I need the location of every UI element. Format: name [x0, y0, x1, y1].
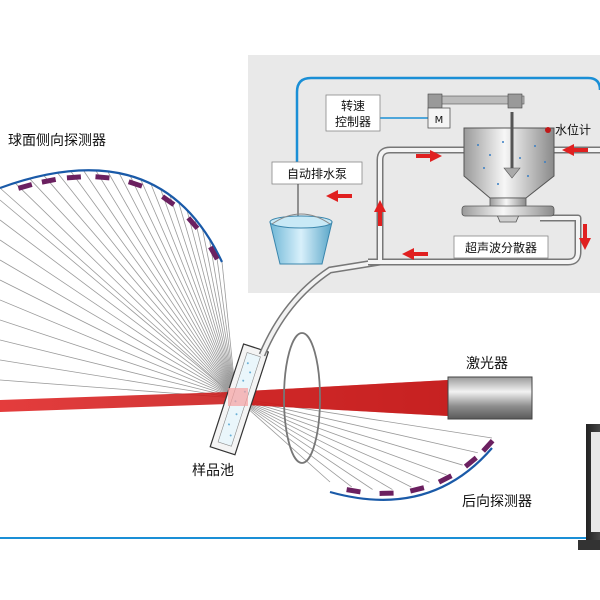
sphere-detector-element [208, 245, 220, 261]
sphere-detector-elements [17, 174, 220, 261]
scatter-ray [0, 187, 237, 399]
sample-hotspot [228, 388, 248, 406]
back-detector-label: 后向探测器 [462, 494, 532, 510]
scatter-ray [169, 194, 237, 399]
sample-pipe-inner [260, 260, 381, 356]
back-detector-element [346, 487, 361, 495]
sphere-detector-element [17, 182, 33, 191]
sphere-detector-label: 球面侧向探测器 [8, 133, 106, 149]
sphere-detector-element [186, 216, 200, 231]
water-level-label: 水位计 [555, 122, 591, 137]
sample-cell-label: 样品池 [192, 463, 234, 479]
laser-label: 激光器 [466, 355, 508, 372]
back-detector-element [409, 485, 425, 494]
scatter-ray [186, 209, 237, 399]
scatter-ray [29, 178, 237, 399]
sphere-detector-element [41, 177, 57, 185]
drain-pump-label: 自动排水泵 [287, 167, 347, 181]
arrow-down-right [579, 224, 591, 250]
sphere-detector-element [95, 174, 110, 181]
back-ray [235, 397, 463, 466]
scatter-ray [83, 170, 237, 399]
scatter-ray [194, 218, 237, 399]
sphere-detector-element [161, 194, 176, 207]
back-detector-element [379, 490, 394, 496]
back-ray [235, 397, 352, 488]
scatter-ray [70, 170, 237, 399]
back-detector-element [481, 439, 495, 453]
back-detector-elements [346, 439, 495, 496]
back-detector-element [463, 455, 478, 469]
drain-pipe [295, 76, 600, 170]
back-ray [235, 397, 412, 488]
scatter-ray [0, 199, 237, 399]
scatter-ray [0, 359, 237, 399]
sphere-detector-element [127, 179, 143, 189]
lens [283, 332, 321, 464]
speed-controller-label-1: 转速 [341, 98, 365, 113]
scatter-ray [215, 249, 237, 399]
scattered-rays [0, 170, 237, 399]
scatter-ray [0, 259, 237, 399]
scatter-ray [107, 171, 237, 399]
back-ray [235, 397, 373, 490]
back-ray [235, 397, 430, 483]
scatter-ray [57, 172, 237, 399]
scatter-ray [129, 175, 237, 399]
scatter-ray [178, 201, 237, 399]
arrow-left-bottom [402, 248, 428, 260]
back-ray [235, 397, 447, 476]
back-ray [235, 397, 478, 454]
scatter-ray [0, 319, 237, 399]
speed-controller-label-2: 控制器 [335, 115, 371, 129]
scatter-ray [14, 182, 237, 399]
ultrasonic-disperser-box [453, 235, 549, 259]
back-ray [235, 397, 331, 483]
scatter-ray [140, 179, 237, 399]
arrow-left-top-right [562, 144, 588, 156]
scatter-ray [0, 279, 237, 399]
arrow-left-pump [326, 190, 352, 202]
ultrasonic-disperser-label: 超声波分散器 [465, 240, 537, 255]
laser-beam-wide [228, 380, 448, 416]
laser-body [447, 376, 533, 420]
scatter-ray [208, 238, 237, 399]
svg-text:M: M [435, 115, 444, 126]
back-detector-element [437, 473, 453, 485]
scatter-ray [0, 239, 237, 399]
arrow-right-top [416, 150, 442, 162]
computer-monitor [578, 424, 600, 550]
scatter-ray [0, 219, 237, 399]
motor-assembly [427, 93, 525, 109]
sphere-detector-arc [0, 169, 223, 263]
scatter-ray [160, 188, 237, 399]
flow-arrows [326, 144, 591, 260]
motor-icon: M [427, 107, 451, 129]
back-detector-arc [329, 447, 493, 501]
sphere-detector-element [66, 174, 82, 181]
back-scatter-rays [235, 397, 493, 490]
water-bucket [269, 184, 333, 265]
arrow-up-left [374, 200, 386, 226]
water-level-sensor [545, 127, 551, 133]
scatter-ray [150, 183, 237, 399]
scatter-ray [95, 170, 237, 399]
scatter-ray [0, 299, 237, 399]
scatter-ray [0, 339, 237, 399]
drain-pump-box [271, 161, 363, 185]
scatter-ray [201, 228, 237, 399]
speed-controller-box [325, 94, 381, 132]
ultrasonic-plate [461, 205, 555, 217]
scatter-ray [118, 172, 237, 399]
scatter-ray [43, 175, 237, 399]
